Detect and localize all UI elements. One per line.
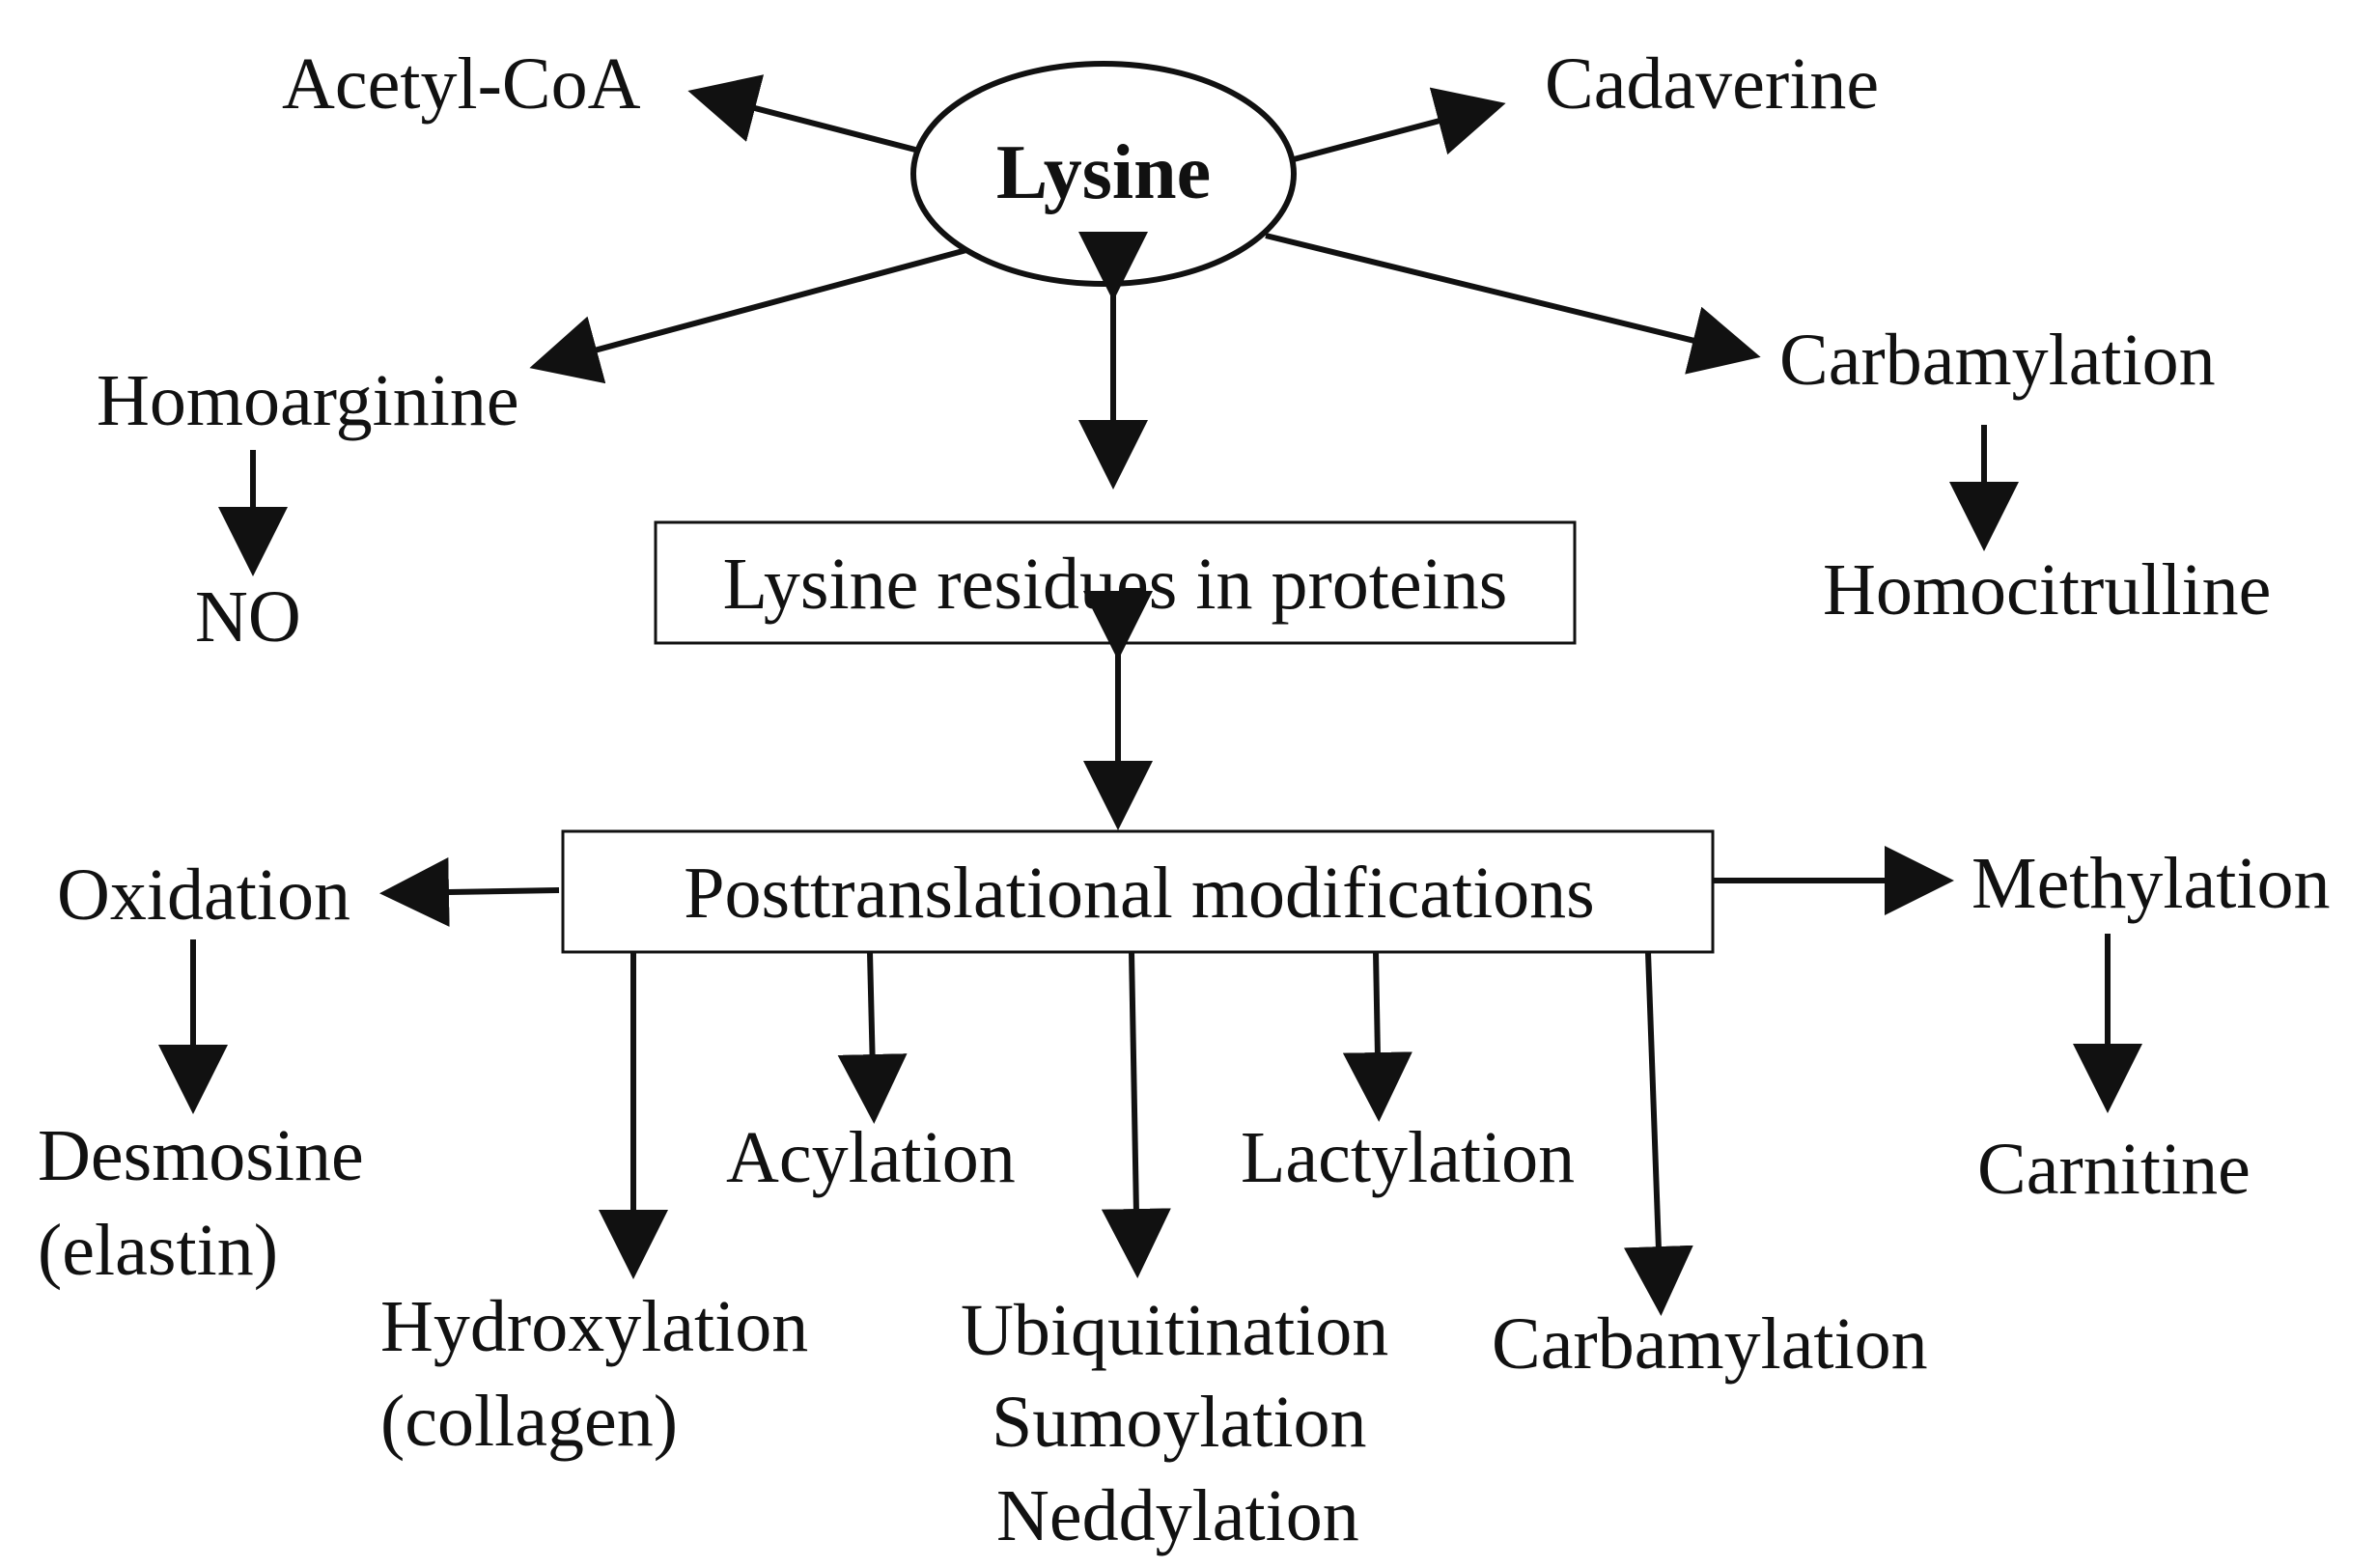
acetyl-coa-label: Acetyl-CoA — [282, 43, 641, 125]
arrow-ptm-to-oxidation — [379, 856, 560, 927]
oxidation-label: Oxidation — [57, 854, 350, 936]
arrow-ptm-to-carbamylation-bottom — [1623, 951, 1693, 1316]
arrow-lysine-to-acetyl-coa — [687, 74, 916, 153]
homoarginine-label: Homoarginine — [97, 360, 519, 441]
carbamylation-bottom-label: Carbamylation — [1492, 1303, 1928, 1385]
ptm-label: Posttranslational modifications — [684, 853, 1595, 934]
ptm-box — [561, 829, 1715, 954]
ubiquitination-label: Ubiquitination — [961, 1290, 1388, 1371]
arrow-ptm-to-lactylation — [1342, 951, 1412, 1122]
neddylation-label: Neddylation — [996, 1475, 1359, 1556]
no-label: NO — [195, 576, 301, 658]
lysine-title: Lysine — [996, 130, 1211, 215]
collagen-label: (collagen) — [380, 1381, 678, 1462]
sumoylation-label: Sumoylation — [992, 1382, 1366, 1463]
methylation-label: Methylation — [1972, 843, 2331, 924]
protein-residues-label: Lysine residues in proteins — [723, 544, 1508, 625]
arrow-lysine-to-cadaverine — [1293, 87, 1506, 162]
desmosine-label: Desmosine — [38, 1115, 364, 1196]
arrow-ptm-to-ubiquitination — [1101, 951, 1171, 1278]
lactylation-label: Lactylation — [1241, 1117, 1575, 1198]
carbamylation-right-label: Carbamylation — [1779, 320, 2216, 401]
arrow-lysine-to-carbamylation — [1265, 233, 1761, 375]
hydroxylation-label: Hydroxylation — [380, 1286, 808, 1367]
cadaverine-label: Cadaverine — [1545, 43, 1879, 125]
acylation-label: Acylation — [726, 1117, 1016, 1198]
arrow-ptm-to-acylation — [837, 951, 908, 1124]
carnitine-label: Carnitine — [1977, 1129, 2251, 1210]
elastin-label: (elastin) — [38, 1210, 278, 1291]
arrow-lysine-to-homoarginine — [529, 247, 967, 384]
homocitrulline-label: Homocitrulline — [1823, 549, 2271, 630]
